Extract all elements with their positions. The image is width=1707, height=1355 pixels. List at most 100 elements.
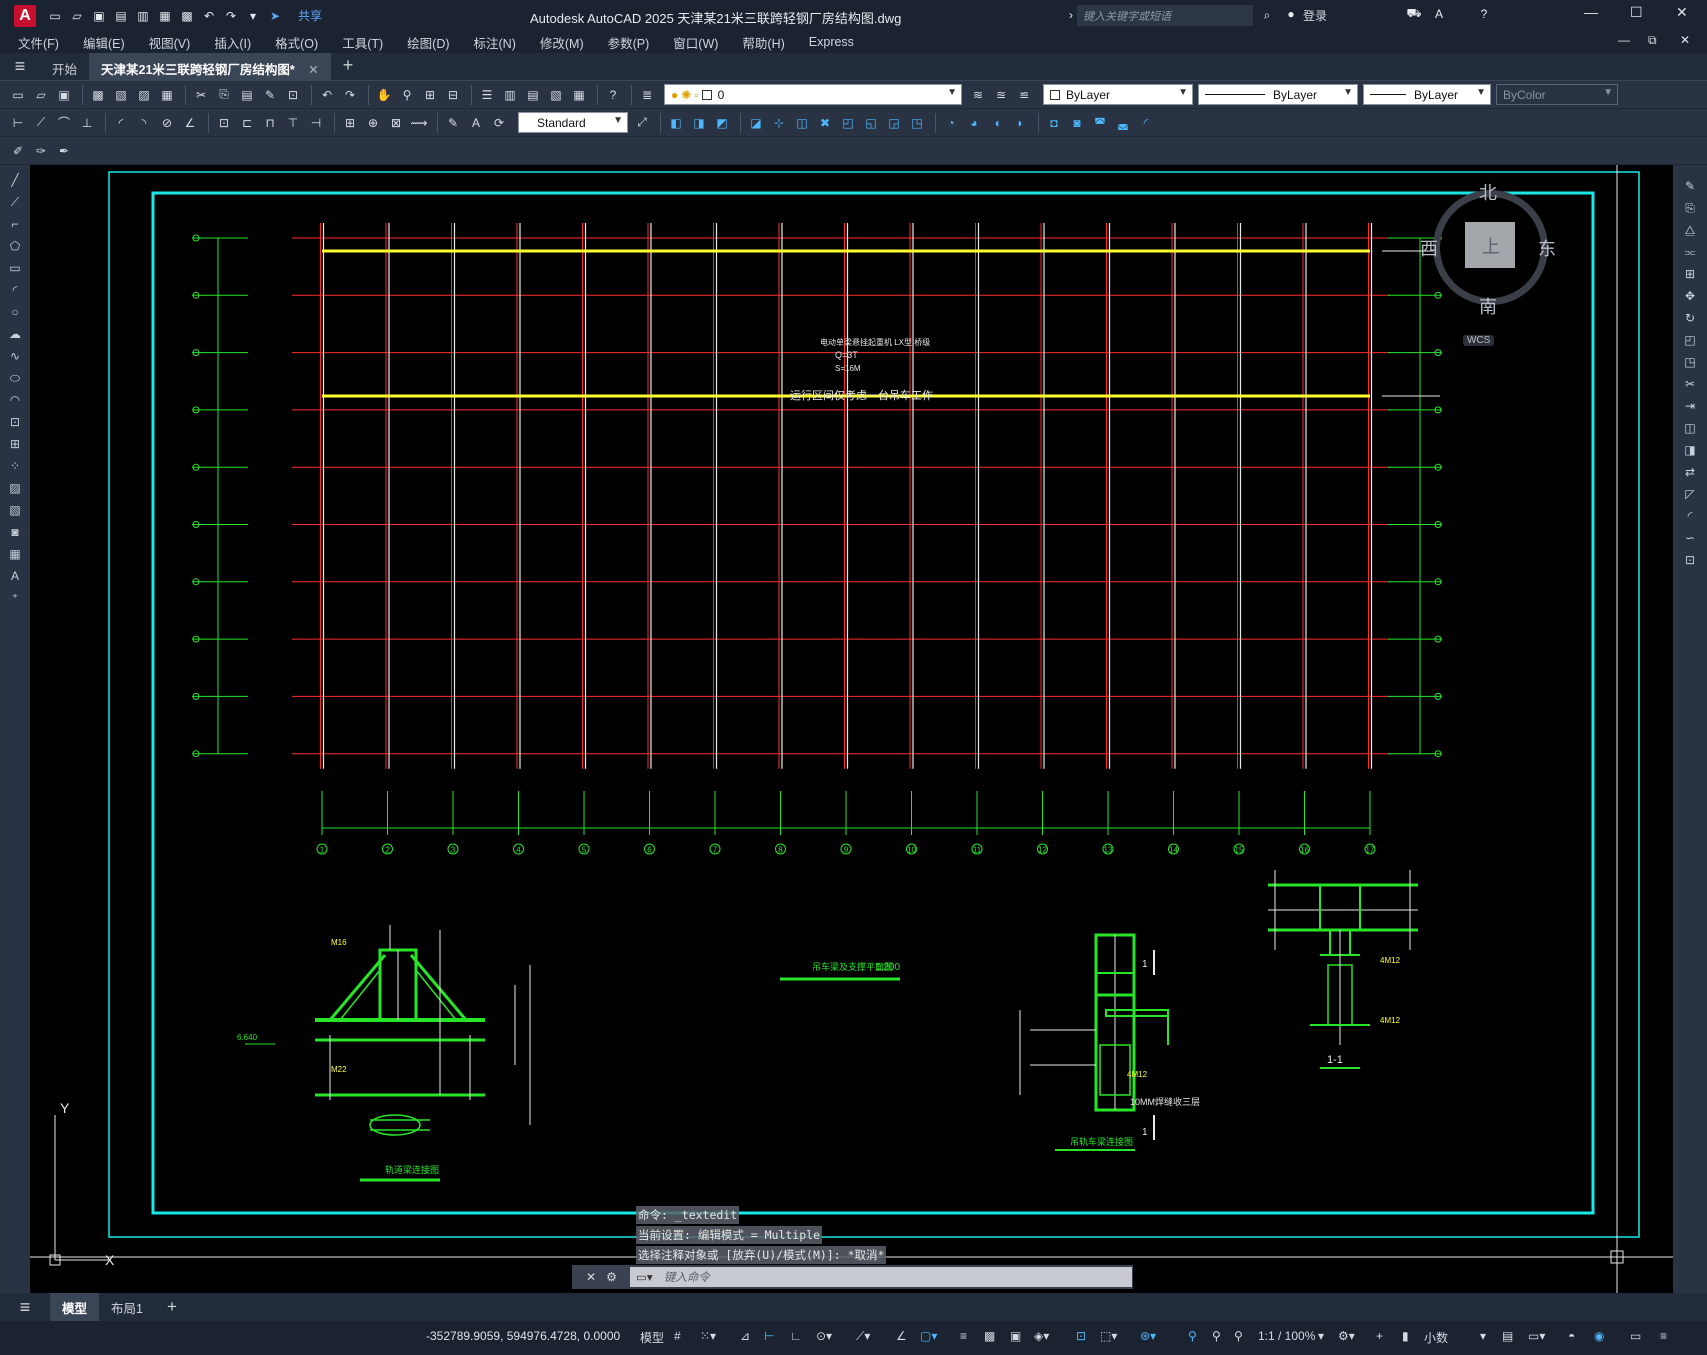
- dimstyle-manager-icon[interactable]: ⤢: [637, 115, 647, 129]
- linear-dim-icon[interactable]: ⊢: [12, 115, 24, 130]
- help-icon[interactable]: ?: [1480, 7, 1488, 21]
- selection-cycling-icon[interactable]: ▣: [1010, 1329, 1022, 1343]
- new-tab-icon[interactable]: +: [342, 54, 354, 75]
- offset-icon[interactable]: ⫗: [1684, 244, 1696, 259]
- menu-parametric[interactable]: 参数(P): [607, 36, 650, 51]
- copy-icon[interactable]: ⎘: [219, 87, 229, 101]
- user-icon[interactable]: ●: [1287, 7, 1295, 21]
- viewcube-top-label[interactable]: 上: [1482, 237, 1500, 257]
- customize-command-icon[interactable]: ⚙: [606, 1270, 617, 1284]
- block-editor-icon[interactable]: ⊡: [287, 87, 299, 102]
- close-command-icon[interactable]: ✕: [586, 1270, 597, 1284]
- open-icon[interactable]: ▱: [36, 87, 46, 102]
- customize-icon[interactable]: ▾: [249, 8, 257, 23]
- modify-mirror-icon[interactable]: ◩: [716, 115, 728, 130]
- chevron-right-icon[interactable]: ›: [1069, 8, 1073, 22]
- layout-menu-icon[interactable]: ≡: [19, 1296, 31, 1317]
- quick-dim-icon[interactable]: ⊡: [218, 115, 230, 130]
- close-tab-icon[interactable]: ✕: [308, 62, 319, 77]
- doc-restore-icon[interactable]: ⧉: [1648, 33, 1657, 47]
- zoom-window-icon[interactable]: ⊞: [424, 87, 436, 102]
- inspection-icon[interactable]: ⊠: [390, 115, 402, 130]
- viewcube-east[interactable]: 东: [1538, 239, 1556, 259]
- plot-icon[interactable]: ▩: [92, 87, 104, 102]
- snap-icon[interactable]: ⁙▾: [700, 1329, 717, 1343]
- zoom-previous-icon[interactable]: ⊟: [447, 87, 459, 102]
- command-input[interactable]: ▭▾ 键入命令: [630, 1267, 1132, 1287]
- diameter-dim-icon[interactable]: ⊘: [161, 115, 173, 130]
- plot-icon[interactable]: ▩: [181, 8, 193, 23]
- share-button[interactable]: 共享: [298, 9, 323, 23]
- dim-edit-icon[interactable]: ✎: [447, 115, 459, 130]
- menu-insert[interactable]: 插入(I): [214, 36, 252, 51]
- explode-icon[interactable]: ⊡: [1684, 553, 1696, 567]
- jogged-linear-icon[interactable]: ⟿: [410, 115, 428, 130]
- continue-dim-icon[interactable]: ⊓: [265, 115, 275, 130]
- block-attribute-icon[interactable]: ✐: [12, 143, 24, 158]
- gizmo-icon[interactable]: ⊛▾: [1140, 1329, 1157, 1343]
- move-icon[interactable]: ✥: [1684, 289, 1696, 303]
- menu-modify[interactable]: 修改(M): [539, 36, 584, 51]
- layer-state-icon[interactable]: ≌: [1018, 87, 1030, 102]
- modify-join-icon[interactable]: ◕: [970, 115, 978, 130]
- units-value[interactable]: 小数: [1424, 1331, 1449, 1345]
- modify-explode-icon[interactable]: ◘: [1050, 115, 1058, 130]
- modify-erase-icon[interactable]: ◧: [670, 115, 682, 130]
- layer-previous-icon[interactable]: ≊: [995, 87, 1007, 102]
- copy-icon[interactable]: ⎘: [1685, 200, 1695, 215]
- infer-constraints-icon[interactable]: ⊿: [740, 1329, 751, 1343]
- modify-extend-icon[interactable]: ◳: [911, 115, 923, 130]
- layer-properties-icon[interactable]: ≣: [641, 87, 653, 102]
- modify-scale-icon[interactable]: ◰: [842, 115, 854, 130]
- hamburger-menu-icon[interactable]: ≡: [14, 56, 26, 76]
- dynamic-input-icon[interactable]: ⊢: [764, 1329, 775, 1343]
- tab-layout1[interactable]: 布局1: [111, 1301, 143, 1316]
- annotation-monitor-icon[interactable]: +: [1376, 1329, 1384, 1343]
- radius-dim-icon[interactable]: ◜: [118, 115, 124, 130]
- dim-space-icon[interactable]: ⊤: [287, 115, 299, 130]
- plot-preview-icon[interactable]: ▧: [115, 87, 127, 102]
- search-icon[interactable]: ⌕: [1263, 7, 1271, 22]
- region-icon[interactable]: ◙: [11, 525, 19, 539]
- coordinate-readout[interactable]: -352789.9059, 594976.4728, 0.0000: [426, 1329, 621, 1343]
- menu-window[interactable]: 窗口(W): [673, 36, 719, 51]
- sheet-set-icon[interactable]: ▧: [550, 87, 562, 102]
- autocad-logo[interactable]: A: [14, 4, 36, 27]
- table-icon[interactable]: ▦: [9, 547, 21, 561]
- save-icon[interactable]: ▣: [93, 8, 105, 23]
- add-selected-icon[interactable]: ⁺: [11, 591, 19, 605]
- customization-icon[interactable]: ≡: [1660, 1329, 1668, 1343]
- help-icon[interactable]: ?: [609, 87, 617, 102]
- new-icon[interactable]: ▭: [49, 8, 61, 23]
- zoom-realtime-icon[interactable]: ⚲: [402, 87, 412, 102]
- modify-spline-icon[interactable]: ◚: [1094, 115, 1106, 130]
- redo-icon[interactable]: ↷: [344, 87, 356, 102]
- chevron-down-icon[interactable]: ▾: [1480, 1329, 1487, 1343]
- modify-text-edit-icon[interactable]: ◜: [1143, 115, 1149, 130]
- calculator-icon[interactable]: ▦: [573, 87, 585, 102]
- modify-break-icon[interactable]: ◔: [947, 115, 955, 130]
- dimstyle-dropdown[interactable]: Standard ▼: [518, 112, 628, 133]
- workspace-gear-icon[interactable]: ⚙▾: [1338, 1329, 1355, 1343]
- polygon-icon[interactable]: ⬠: [9, 239, 21, 253]
- trim-icon[interactable]: ✂: [1684, 377, 1696, 391]
- menu-draw[interactable]: 绘图(D): [407, 36, 450, 51]
- units-icon[interactable]: ▮: [1402, 1329, 1409, 1343]
- modify-fillet-icon[interactable]: ◗: [1016, 115, 1024, 130]
- tolerance-icon[interactable]: ⊞: [344, 115, 356, 130]
- dim-update-icon[interactable]: ⟳: [493, 115, 505, 130]
- modify-array-icon[interactable]: ⊹: [773, 115, 785, 130]
- match-properties-icon[interactable]: ✎: [264, 87, 276, 102]
- stretch-icon[interactable]: ◳: [1684, 355, 1696, 369]
- viewcube[interactable]: 上 北 南 西 东 WCS: [1393, 165, 1583, 346]
- ellipse-arc-icon[interactable]: ◠: [9, 393, 21, 407]
- paste-icon[interactable]: ▤: [241, 87, 253, 102]
- wcs-button[interactable]: WCS: [1463, 335, 1495, 346]
- angular-dim-icon[interactable]: ∠: [184, 115, 196, 130]
- baseline-dim-icon[interactable]: ⊏: [241, 115, 253, 130]
- color-dropdown[interactable]: ByLayer ▼: [1043, 84, 1193, 105]
- make-current-layer-icon[interactable]: ≋: [972, 87, 984, 102]
- tool-palettes-icon[interactable]: ▤: [527, 87, 539, 102]
